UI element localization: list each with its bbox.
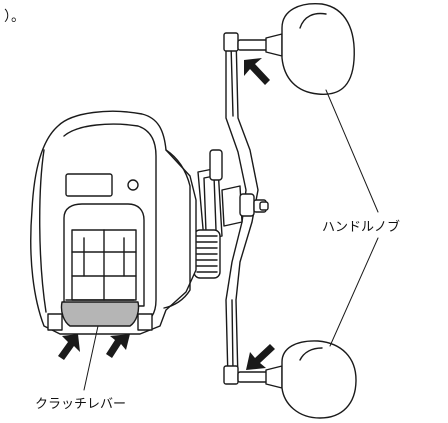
handle-knob-lower (237, 340, 357, 419)
text-fragment: ）。 (4, 9, 25, 25)
reel-body (30, 110, 197, 335)
leader-upper-knob (325, 89, 379, 213)
arrow-upper-knob (244, 58, 270, 85)
clutch-lever (60, 301, 140, 327)
reel-drag-assembly (193, 149, 269, 279)
handle-knob-label: ハンドルノブ (322, 220, 401, 235)
arrow-clutch-left (58, 334, 80, 360)
handle-knob-upper (237, 3, 355, 95)
arrow-lower-knob (246, 344, 275, 370)
leader-lower-knob (329, 237, 379, 347)
leader-clutch-lever (83, 325, 99, 391)
clutch-lever-label: クラッチレバー (35, 397, 127, 412)
handle-arm (223, 32, 259, 385)
arrow-clutch-right (106, 334, 130, 358)
